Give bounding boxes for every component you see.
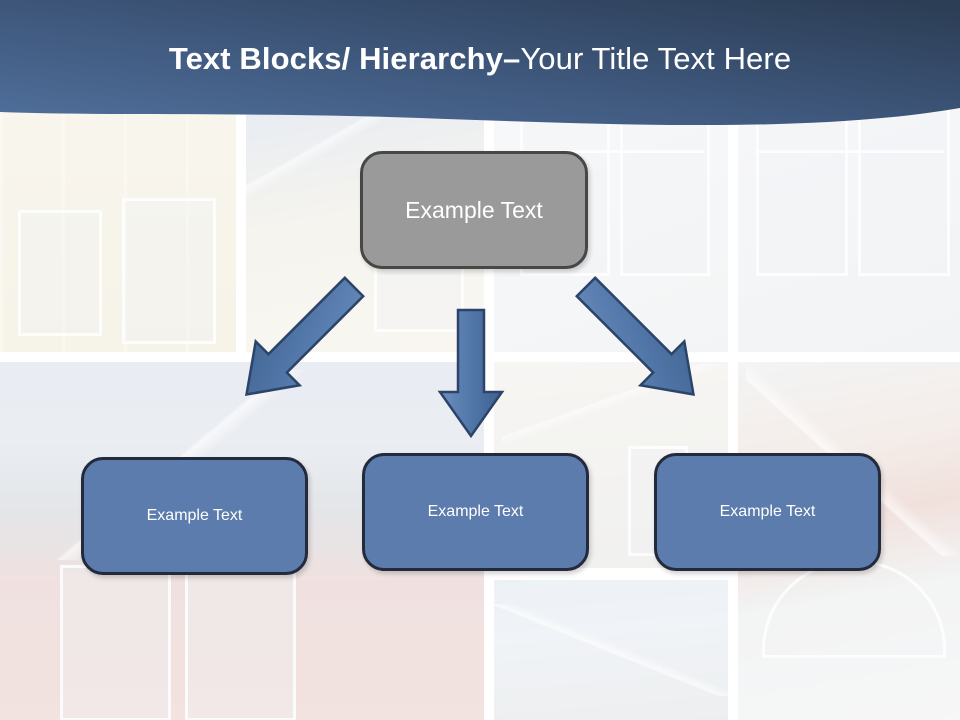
hierarchy-root-node[interactable]: Example Text [360, 151, 588, 269]
collage-gutter-vertical [728, 0, 738, 352]
hierarchy-child-node-3[interactable]: Example Text [654, 453, 881, 571]
decorative-window [185, 565, 296, 720]
header-banner: Text Blocks/ Hierarchy – Your Title Text… [0, 0, 960, 150]
collage-gutter-vertical [236, 0, 246, 352]
decorative-window [60, 565, 171, 720]
decorative-roofline [502, 364, 722, 444]
header-wave-fill [0, 0, 960, 126]
decorative-roofline [492, 604, 732, 696]
hierarchy-child-node-2[interactable]: Example Text [362, 453, 589, 571]
collage-gutter-horizontal [0, 352, 960, 362]
background-photo-lower-middle-bottom [492, 580, 732, 720]
decorative-window [122, 198, 216, 344]
hierarchy-child-node-1[interactable]: Example Text [81, 457, 308, 575]
header-shape [0, 0, 960, 126]
decorative-balcony [762, 560, 946, 658]
collage-gutter-horizontal [492, 568, 732, 580]
decorative-mullion [756, 150, 944, 153]
decorative-window [18, 210, 102, 336]
